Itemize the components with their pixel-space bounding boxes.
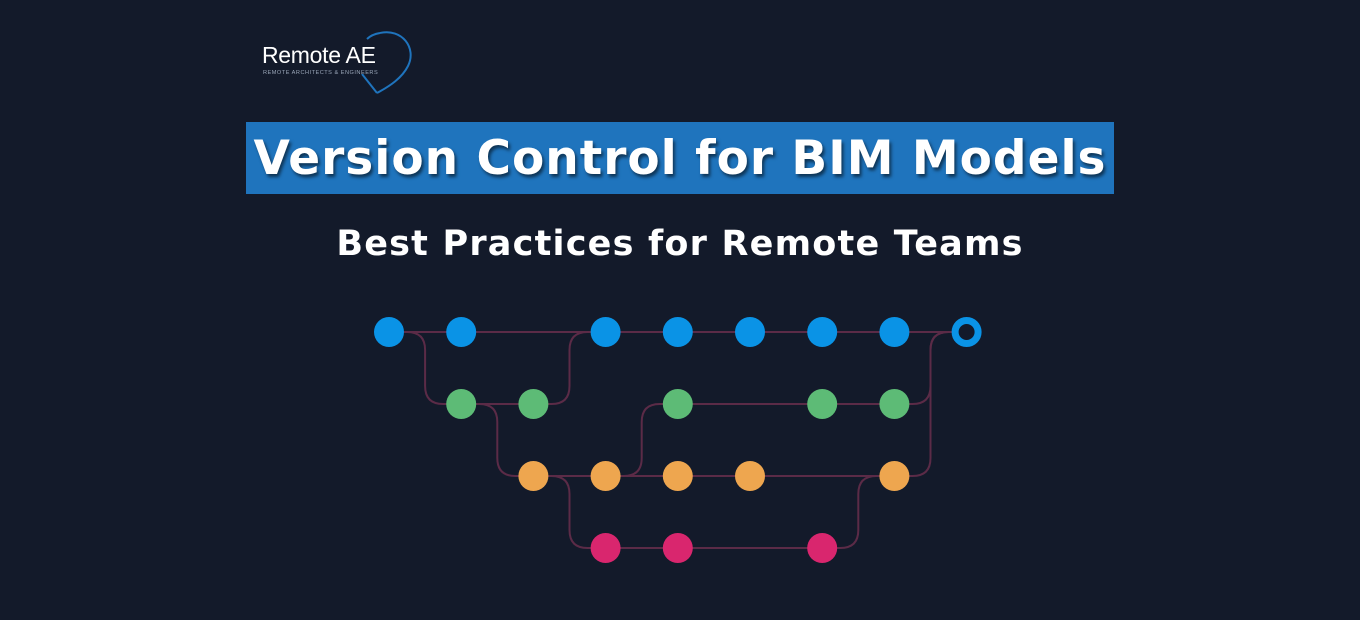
page-subtitle: Best Practices for Remote Teams [336, 224, 1024, 264]
logo-name: Remote AE [262, 42, 376, 68]
merge-connector [605, 403, 678, 477]
hotfix-commit-node [807, 533, 838, 563]
main-commit-node [735, 317, 765, 347]
remote-ae-logo: Remote AE REMOTE ARCHITECTS & ENGINEERS [262, 30, 422, 100]
main-commit-node [374, 317, 404, 347]
feature-commit-node [518, 389, 549, 419]
head-commit-node [951, 317, 982, 347]
merge-connector [461, 403, 534, 477]
main-commit-node [590, 317, 621, 347]
title-banner: Version Control for BIM Models [246, 122, 1114, 194]
feature-commit-node [807, 389, 838, 419]
location-pin-icon [361, 31, 412, 94]
main-commit-node [807, 317, 838, 347]
feature-commit-node [662, 389, 693, 419]
merge-connector [389, 331, 462, 405]
hotfix-commit-node [590, 533, 621, 563]
main-commit-node [446, 317, 477, 347]
merge-connector [533, 331, 606, 405]
merge-connector [822, 475, 895, 549]
develop-commit-node [879, 461, 910, 491]
develop-commit-node [735, 461, 765, 491]
merge-connector [894, 331, 967, 477]
main-commit-node [662, 317, 693, 347]
merge-connector [533, 475, 606, 549]
main-commit-node [879, 317, 910, 347]
logo-tagline: REMOTE ARCHITECTS & ENGINEERS [263, 70, 379, 76]
hotfix-commit-node [662, 533, 693, 563]
feature-commit-node [879, 389, 910, 419]
develop-commit-node [590, 461, 621, 491]
develop-commit-node [662, 461, 693, 491]
page-title: Version Control for BIM Models [253, 130, 1107, 186]
develop-commit-node [518, 461, 549, 491]
feature-commit-node [446, 389, 477, 419]
